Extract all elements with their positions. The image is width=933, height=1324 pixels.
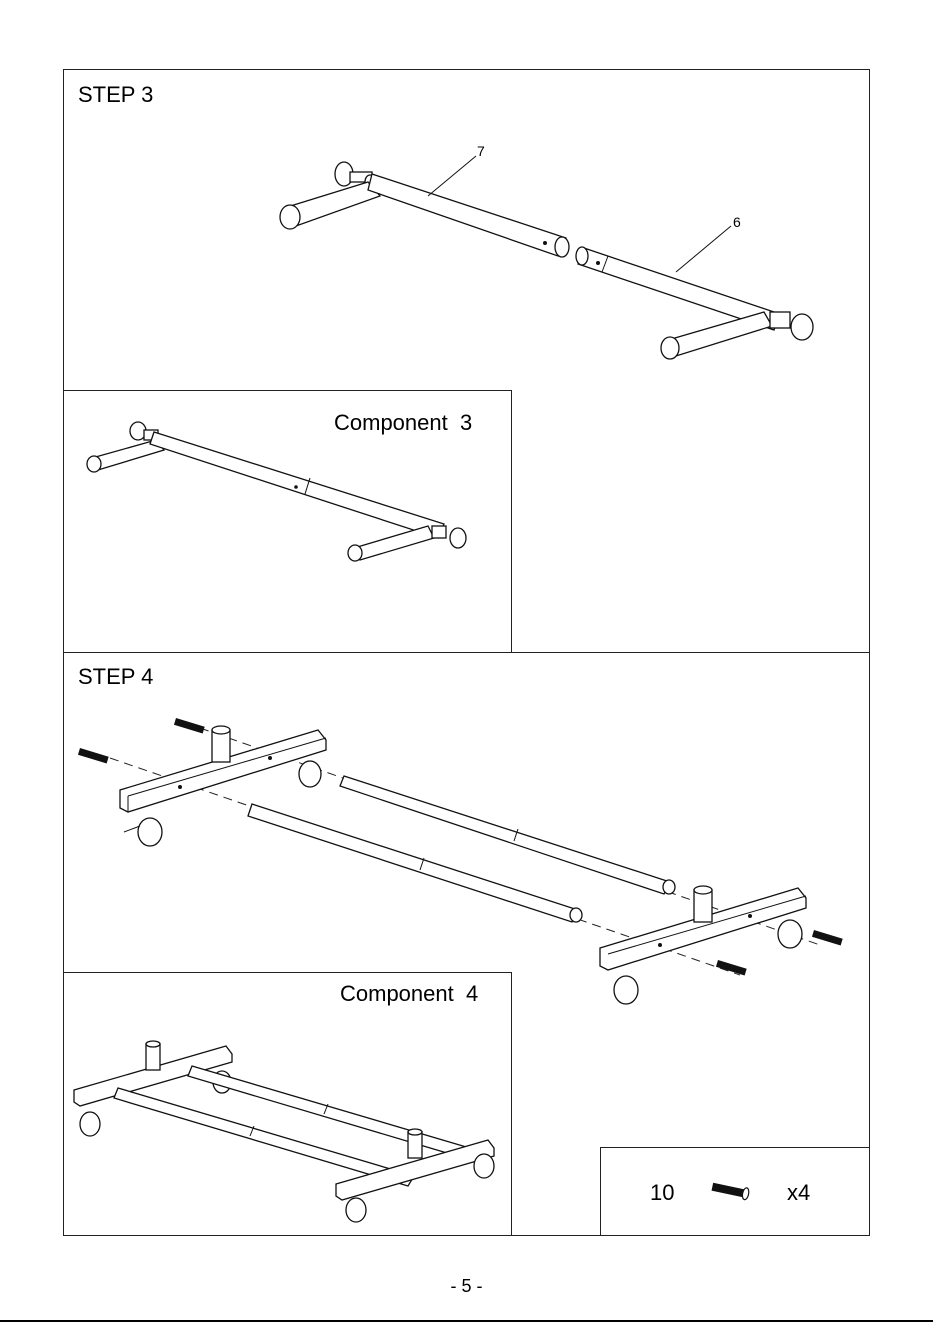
page-number: - 5 - bbox=[0, 1276, 933, 1297]
hardware-quantity: x4 bbox=[787, 1180, 810, 1206]
bottom-rule bbox=[0, 1320, 933, 1322]
